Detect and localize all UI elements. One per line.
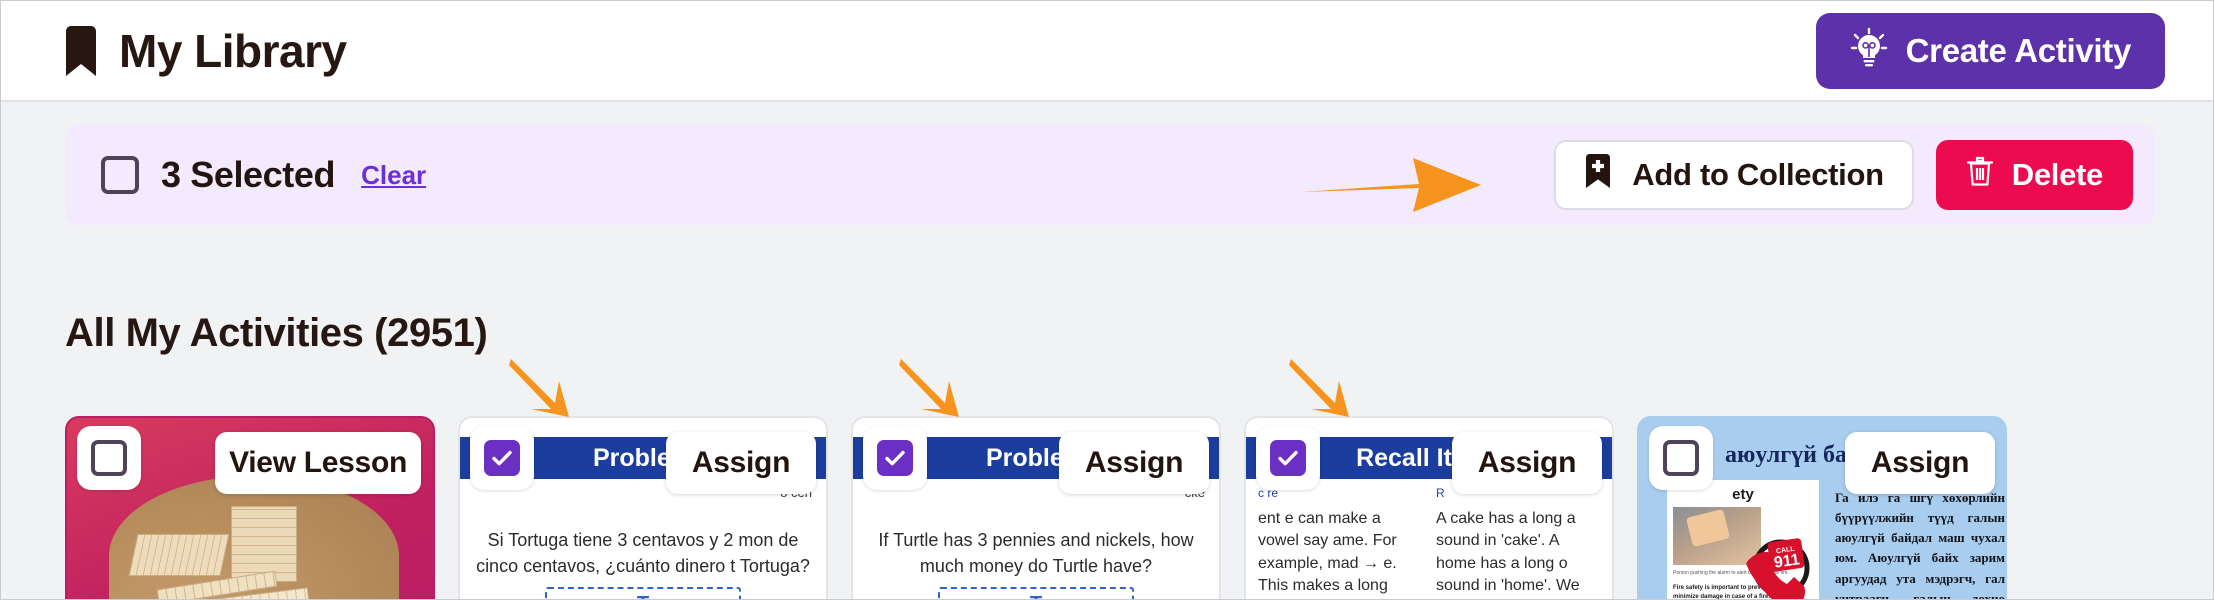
card-checkbox[interactable] — [1649, 426, 1713, 490]
arrow-to-card-2-checkbox-annotation — [509, 359, 569, 417]
column-paragraph: A cake has a long a sound in 'cake'. A h… — [1436, 509, 1580, 594]
lesson-thumbnail — [109, 476, 399, 599]
selection-toolbar: 3 Selected Clear Add to Collection — [65, 125, 2155, 225]
page-title: My Library — [119, 24, 347, 77]
sheet-body-title: Fire safety is important to prevent fire… — [1673, 584, 1801, 600]
add-to-collection-button[interactable]: Add to Collection — [1554, 140, 1914, 210]
arrow-to-card-3-checkbox-annotation — [899, 359, 959, 417]
worksheet-body: o cen Si Tortuga tiene 3 centavos y 2 mo… — [460, 479, 826, 599]
assign-button[interactable]: Assign — [1059, 432, 1209, 494]
checkbox-box — [1270, 440, 1306, 476]
worksheet-column-left: c re ent e can make a vowel say ame. For… — [1258, 485, 1422, 599]
add-to-collection-label: Add to Collection — [1632, 157, 1884, 192]
arrow-to-card-4-checkbox-annotation — [1289, 359, 1349, 417]
check-icon — [885, 450, 905, 466]
header-title-group: My Library — [63, 24, 347, 77]
card-checkbox[interactable] — [77, 426, 141, 490]
activities-section-title: All My Activities (2951) — [65, 311, 488, 355]
fire-alarm-photo — [1673, 507, 1761, 565]
assign-button[interactable]: Assign — [1845, 432, 1995, 494]
select-all-checkbox[interactable] — [101, 156, 139, 194]
badge-number-text: 911 — [1773, 551, 1801, 571]
trash-icon — [1966, 155, 1994, 195]
card-checkbox[interactable] — [1256, 426, 1320, 490]
assign-button[interactable]: Assign — [1452, 432, 1602, 494]
view-lesson-button[interactable]: View Lesson — [215, 432, 421, 494]
worksheet-answer-box: T — [938, 587, 1134, 599]
create-activity-label: Create Activity — [1905, 31, 2132, 69]
card-checkbox[interactable] — [470, 426, 534, 490]
activity-card[interactable]: Recall It: VC c re ent e can make a vowe… — [1244, 416, 1614, 599]
worksheet-columns: c re ent e can make a vowel say ame. For… — [1246, 479, 1612, 599]
activity-card[interactable]: Problem o cen Si Tortuga tiene 3 centavo… — [458, 416, 828, 599]
create-activity-button[interactable]: Create Activity — [1815, 12, 2165, 89]
worksheet-column-right: R A cake has a long a sound in 'cake'. A… — [1436, 485, 1600, 599]
delete-label: Delete — [2011, 157, 2104, 192]
worksheet-answer-box: T — [545, 587, 741, 599]
worksheet-question: If Turtle has 3 pennies and nickels, how… — [878, 530, 1194, 577]
sheet-title: ety — [1732, 486, 1754, 503]
document-sheet: ety Person pushing fire alarm to alert b… — [1667, 480, 1819, 600]
worksheet-body: cke If Turtle has 3 pennies and nickels,… — [853, 479, 1219, 599]
page-header: My Library — [1, 1, 2213, 102]
clear-selection-link[interactable]: Clear — [361, 159, 427, 190]
worksheet-question: Si Tortuga tiene 3 centavos y 2 mon de c… — [476, 530, 810, 577]
activity-card[interactable]: Problem cke If Turtle has 3 pennies and … — [851, 416, 1221, 599]
activity-card-grid: Add and Subtract View Lesson Problem o c… — [65, 416, 2165, 600]
call-911-badge: CALL 911 — [1746, 538, 1810, 599]
checkbox-box — [877, 440, 913, 476]
check-icon — [492, 450, 512, 466]
activity-card[interactable]: Add and Subtract View Lesson — [65, 416, 435, 599]
bookmark-plus-icon — [1584, 154, 1612, 196]
checkbox-box — [484, 440, 520, 476]
checkbox-box — [91, 440, 127, 476]
card-checkbox[interactable] — [863, 426, 927, 490]
document-body-text: Га илэ га шгү хөхөрлийн бүүрүүлжийн түүд… — [1835, 490, 2005, 600]
badge-call-text: CALL — [1776, 546, 1796, 556]
sheet-caption: Person pushing fire alarm to alert build… — [1673, 570, 1789, 576]
check-icon — [1278, 450, 1298, 466]
activity-card[interactable]: аюулгүй байдлын ety Person pushing fire … — [1637, 416, 2007, 600]
column-paragraph: ent e can make a vowel say ame. For exam… — [1258, 509, 1397, 594]
delete-button[interactable]: Delete — [1935, 140, 2133, 210]
assign-button[interactable]: Assign — [666, 432, 816, 494]
column-subheading: R — [1436, 486, 1445, 500]
bookmark-icon — [63, 25, 99, 76]
selected-count-label: 3 Selected — [161, 154, 336, 195]
checkbox-box — [1663, 440, 1699, 476]
lightbulb-icon — [1850, 27, 1888, 75]
